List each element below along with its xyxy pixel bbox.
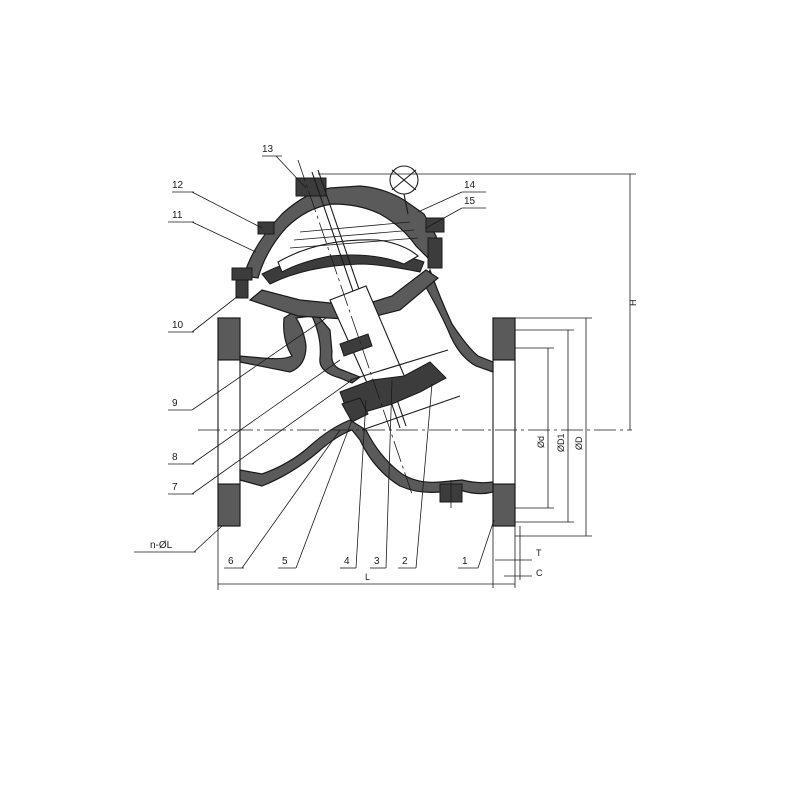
stem-axis-line (297, 159, 413, 495)
seat-ring (341, 397, 369, 423)
dim-label-h: H (628, 300, 638, 307)
stem-assembly (311, 169, 461, 431)
dim-label-bolt-circle: ØD1 (556, 433, 566, 452)
callout-flange-bolts: n-ØL (150, 540, 173, 551)
callout-10: 10 (172, 320, 184, 331)
bolt-right-nut (425, 217, 445, 233)
callout-3: 3 (374, 556, 380, 567)
diaphragm-plate (277, 239, 419, 273)
callout-9: 9 (172, 398, 178, 409)
callout-1: 1 (462, 556, 468, 567)
callout-12: 12 (172, 180, 184, 191)
right-flange-face (492, 359, 516, 485)
center-lines (198, 159, 632, 495)
body-upper-wall (239, 307, 362, 384)
left-flange-top (217, 317, 241, 361)
left-flange-face (217, 359, 241, 485)
dim-label-l: L (365, 572, 370, 582)
callout-4: 4 (344, 556, 350, 567)
spring (289, 221, 419, 249)
callout-15: 15 (464, 196, 476, 207)
callout-5: 5 (282, 556, 288, 567)
callout-8: 8 (172, 452, 178, 463)
bonnet-cover (243, 185, 441, 279)
stem-packing (339, 333, 373, 357)
dim-label-flange: ØD (574, 436, 584, 450)
right-flange-top (492, 317, 516, 361)
callout-7: 7 (172, 482, 178, 493)
bolt-right (427, 237, 443, 269)
callout-14: 14 (464, 180, 476, 191)
bolt-left-nut (235, 279, 249, 299)
dimension-lines: H Ød ØD1 ØD T C L (217, 173, 638, 590)
callout-6: 6 (228, 556, 234, 567)
bolt-upper-left (257, 221, 275, 235)
body-right-wall (423, 268, 494, 373)
body-lower-wall (239, 419, 494, 495)
bolt-left (231, 267, 253, 281)
callout-11: 11 (172, 210, 183, 221)
callouts: 13 12 11 10 9 8 7 n-ØL 6 5 (134, 144, 495, 569)
dim-label-t: T (536, 548, 542, 558)
callout-2: 2 (402, 556, 408, 567)
dim-label-c: C (536, 568, 543, 578)
dim-label-bore: Ød (536, 436, 546, 448)
right-flange-bottom (492, 483, 516, 527)
left-flange-bottom (217, 483, 241, 527)
callout-13: 13 (262, 144, 274, 155)
